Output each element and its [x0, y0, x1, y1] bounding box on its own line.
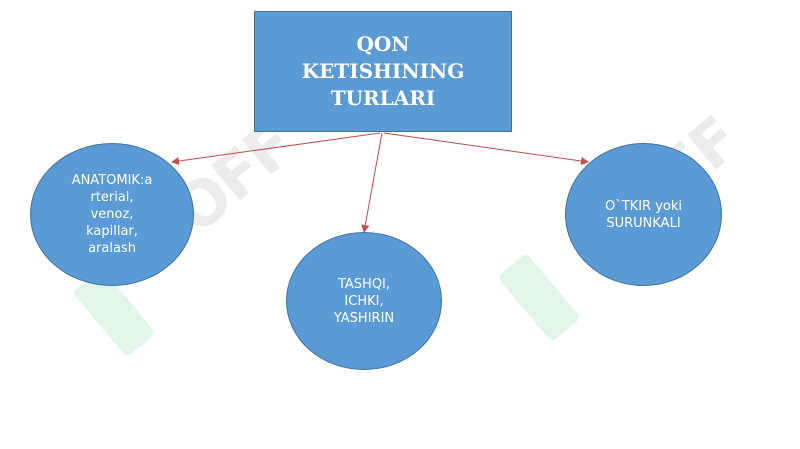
node-visibility-label: TASHQI, ICHKI, YASHIRIN — [314, 276, 414, 327]
node-text-line: SURUNKALI — [606, 215, 681, 231]
node-text-line: O`TKIR yoki — [605, 198, 682, 214]
node-visibility: TASHQI, ICHKI, YASHIRIN — [286, 232, 442, 370]
node-text-line: TASHQI, — [337, 276, 391, 292]
arrow-to-visibility — [361, 132, 383, 233]
node-course: O`TKIR yoki SURUNKALI — [565, 143, 722, 286]
node-text-line: aralash — [88, 241, 136, 256]
node-text-line: ICHKI, — [344, 293, 384, 309]
diagram-title-box: QON KETISHINING TURLARI — [254, 11, 512, 132]
arrow-to-course — [383, 132, 589, 165]
node-text-line: rterial, — [90, 190, 134, 205]
arrow-to-anatomical — [171, 132, 381, 165]
title-line: TURLARI — [330, 86, 436, 110]
node-course-label: O`TKIR yoki SURUNKALI — [589, 198, 699, 232]
title-line: QON — [356, 32, 410, 56]
diagram-title: QON KETISHINING TURLARI — [302, 31, 465, 112]
node-text-line: kapillar, — [86, 224, 138, 239]
title-line: KETISHINING — [301, 59, 465, 83]
node-text-line: ANATOMIK:a — [71, 173, 153, 188]
node-text-line: venoz, — [90, 207, 134, 222]
node-anatomical-label: ANATOMIK:a rterial, venoz, kapillar, ara… — [57, 172, 167, 257]
node-text-line: YASHIRIN — [333, 310, 395, 326]
node-anatomical: ANATOMIK:a rterial, venoz, kapillar, ara… — [30, 143, 194, 286]
